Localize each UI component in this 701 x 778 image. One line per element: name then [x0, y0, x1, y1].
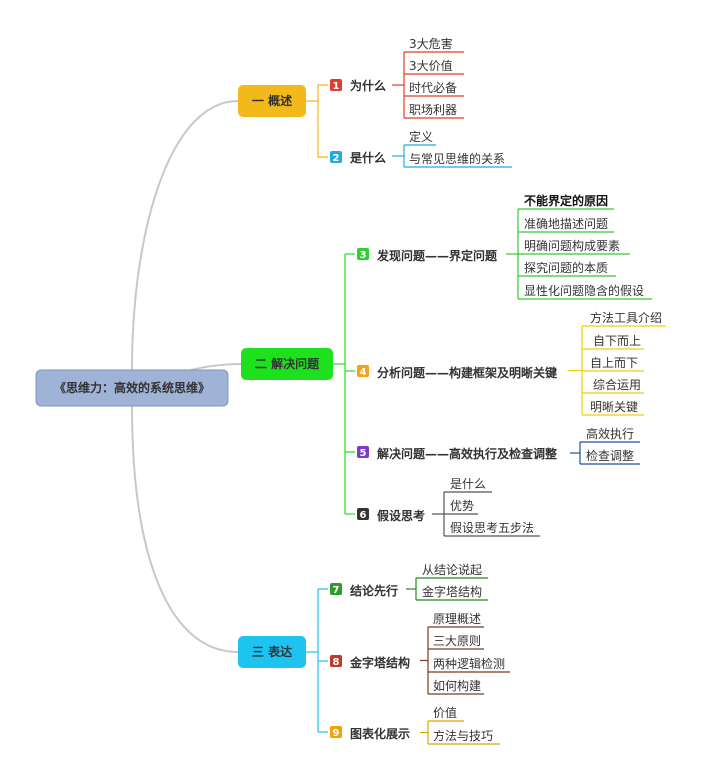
leaf-item[interactable]: 时代必备 [409, 81, 457, 95]
root-label: 《思维力：高效的系统思维》 [54, 380, 210, 395]
number-badge [330, 726, 342, 738]
leaf-item[interactable]: 高效执行 [586, 426, 634, 441]
leaf-item[interactable]: 定义 [409, 129, 433, 144]
branch-analyze-problem[interactable]: 4 分析问题——构建框架及明晰关键 [357, 365, 557, 380]
branch-conclusion-first[interactable]: 7 结论先行 [330, 583, 398, 598]
number-badge-label: 2 [333, 153, 340, 164]
leaf-item[interactable]: 优势 [450, 499, 474, 513]
leaf-item[interactable]: 职场利器 [409, 103, 457, 117]
leaf-item[interactable]: 原理概述 [433, 612, 481, 626]
number-badge-label: 4 [360, 367, 367, 378]
leaf-item[interactable]: 是什么 [450, 477, 486, 491]
leaf-group-conclusion: 从结论说起 金字塔结构 [422, 562, 482, 599]
leaf-item[interactable]: 与常见思维的关系 [409, 151, 505, 166]
number-badge-label: 9 [333, 728, 340, 739]
branch-pyramid-structure[interactable]: 8 金字塔结构 [330, 655, 410, 670]
branch-chart-display[interactable]: 9 图表化展示 [330, 726, 410, 741]
branch-why[interactable]: 1 为什么 [330, 78, 386, 93]
leaf-item[interactable]: 两种逻辑检测 [433, 656, 505, 671]
number-badge-label: 5 [360, 448, 367, 459]
section-expression[interactable]: 三 表达 [238, 636, 306, 668]
section-problem-solving-box [241, 348, 333, 380]
leaf-item[interactable]: 从结论说起 [422, 562, 482, 577]
section-overview-box [238, 85, 306, 117]
section-expression-label: 三 表达 [252, 644, 292, 659]
leaf-group-why: 3大危害 3大价值 时代必备 职场利器 [409, 36, 457, 117]
leaf-item[interactable]: 检查调整 [586, 448, 634, 463]
leaf-item[interactable]: 价值 [433, 705, 457, 720]
number-badge-label: 6 [360, 510, 367, 521]
leaf-group-discover: 不能界定的原因 准确地描述问题 明确问题构成要素 探究问题的本质 显性化问题隐含… [524, 193, 644, 298]
branch-hypothesis-thinking[interactable]: 6 假设思考 [357, 508, 425, 523]
connector-root-expression [131, 405, 239, 653]
root-box [35, 369, 229, 407]
leaf-item[interactable]: 3大危害 [409, 36, 453, 51]
leaf-item[interactable]: 方法工具介绍 [590, 310, 662, 325]
leaf-item[interactable]: 假设思考五步法 [450, 521, 534, 535]
number-badge [357, 365, 369, 377]
connector-root-overview [131, 100, 239, 371]
leaf-item[interactable]: 探究问题的本质 [524, 260, 608, 275]
leaf-item[interactable]: 3大价值 [409, 58, 453, 73]
number-badge [330, 79, 342, 91]
branch-label: 结论先行 [350, 583, 398, 598]
number-badge-label: 1 [333, 81, 340, 92]
leaf-item[interactable]: 自上而下 [590, 356, 638, 370]
connector-line [317, 101, 328, 158]
branch-label: 解决问题——高效执行及检查调整 [377, 446, 557, 461]
leaf-item[interactable]: 准确地描述问题 [524, 217, 608, 231]
number-badge [357, 248, 369, 260]
section-expression-box [238, 636, 306, 668]
leaf-item[interactable]: 明晰关键 [590, 400, 638, 414]
number-badge [357, 508, 369, 520]
leaf-item[interactable]: 方法与技巧 [433, 728, 493, 743]
number-badge [330, 583, 342, 595]
leaf-group-chart-display: 价值 方法与技巧 [433, 705, 493, 743]
leaf-item[interactable]: 金字塔结构 [422, 584, 482, 599]
section-problem-solving[interactable]: 二 解决问题 [241, 348, 333, 380]
connectors [131, 51, 666, 745]
section-problem-solving-label: 二 解决问题 [255, 356, 320, 371]
branch-label: 假设思考 [377, 508, 425, 523]
branch-discover-problem[interactable]: 3 发现问题——界定问题 [357, 248, 498, 263]
branch-solve-problem[interactable]: 5 解决问题——高效执行及检查调整 [357, 446, 557, 461]
branch-label: 分析问题——构建框架及明晰关键 [377, 365, 557, 380]
number-badge-label: 7 [333, 585, 340, 596]
root-node[interactable]: 《思维力：高效的系统思维》 [35, 369, 229, 407]
leaf-item[interactable]: 显性化问题隐含的假设 [524, 283, 644, 298]
leaf-item[interactable]: 三大原则 [433, 634, 481, 648]
leaf-group-solve: 高效执行 检查调整 [586, 426, 634, 463]
leaf-item[interactable]: 明确问题构成要素 [524, 238, 620, 253]
number-badge-label: 3 [360, 250, 367, 261]
number-badge [330, 655, 342, 667]
branch-label: 发现问题——界定问题 [376, 248, 498, 263]
section-overview-label: 一 概述 [252, 93, 292, 108]
leaf-item[interactable]: 综合运用 [593, 377, 641, 392]
leaf-group-hypothesis: 是什么 优势 假设思考五步法 [450, 477, 534, 535]
section-overview[interactable]: 一 概述 [238, 85, 306, 117]
number-badge-label: 8 [333, 657, 340, 668]
leaf-group-what: 定义 与常见思维的关系 [409, 129, 505, 166]
number-badge [357, 446, 369, 458]
leaf-group-analyze: 方法工具介绍 自下而上 自上而下 综合运用 明晰关键 [590, 310, 662, 414]
branch-label: 为什么 [350, 78, 386, 93]
branch-label: 金字塔结构 [349, 655, 410, 670]
number-badge [330, 151, 342, 163]
leaf-item[interactable]: 如何构建 [433, 678, 481, 693]
leaf-group-pyramid: 原理概述 三大原则 两种逻辑检测 如何构建 [433, 612, 505, 693]
leaf-item[interactable]: 不能界定的原因 [524, 193, 608, 208]
leaf-item[interactable]: 自下而上 [593, 334, 641, 348]
branch-label: 图表化展示 [350, 726, 410, 741]
connector-line [306, 84, 328, 102]
branch-what[interactable]: 2 是什么 [330, 150, 386, 165]
branch-label: 是什么 [349, 150, 386, 165]
